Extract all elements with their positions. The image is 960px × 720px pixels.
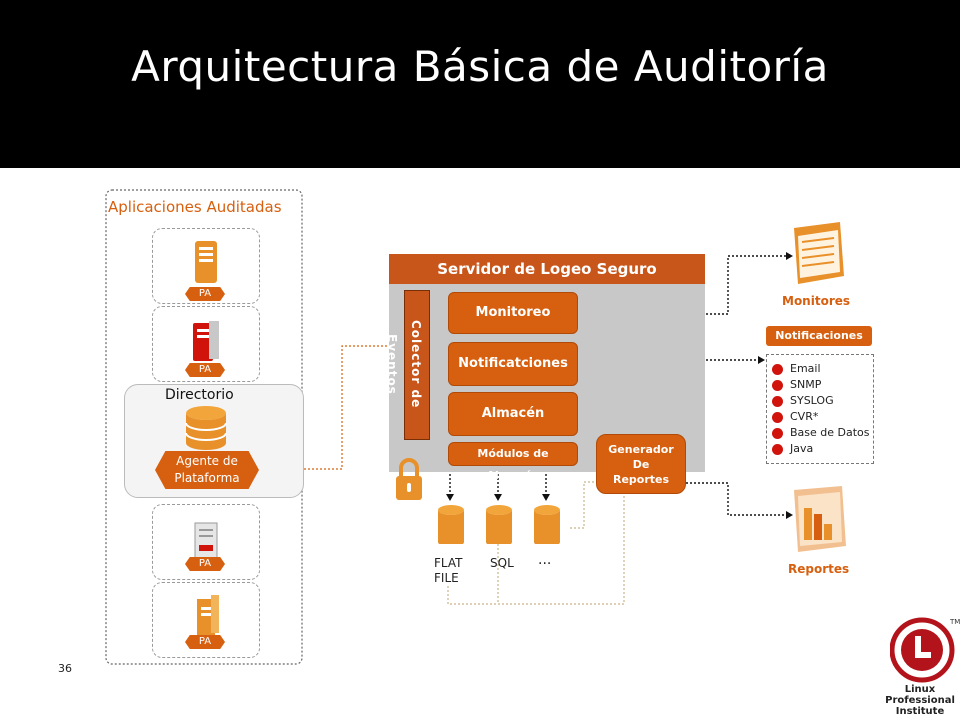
reportes-label: Reportes — [788, 562, 850, 576]
notif-item: Base de Datos — [790, 426, 870, 439]
pa-tag: PA — [185, 363, 225, 377]
server-orange-icon — [197, 595, 219, 635]
pa-tag: PA — [185, 557, 225, 571]
monitor-window-icon — [794, 222, 844, 284]
sql-db-icon — [486, 505, 512, 544]
database-icon — [185, 406, 227, 450]
directory-label: Directorio — [165, 387, 234, 403]
bullet-icon — [772, 412, 783, 423]
generador-line-1: Generador — [608, 443, 674, 456]
almacen-module[interactable]: Almacén — [448, 392, 578, 436]
flat-line-1: FLAT — [434, 556, 463, 570]
collector-label: Colector de Eventos — [385, 319, 423, 409]
server-red-icon — [193, 321, 219, 361]
bullet-icon — [772, 444, 783, 455]
bullet-icon — [772, 364, 783, 375]
agent-badge[interactable] — [155, 451, 259, 489]
agent-label: Agente de Plataforma — [155, 453, 259, 487]
flat-file-label: FLAT FILE — [434, 556, 462, 586]
logo-text: Linux Professional Institute — [880, 684, 960, 717]
bullet-icon — [772, 396, 783, 407]
bullet-icon — [772, 428, 783, 439]
notif-item: Email — [790, 362, 821, 375]
notif-item: CVR* — [790, 410, 819, 423]
flat-line-2: FILE — [434, 571, 459, 585]
directory-box: Directorio Agente de Plataforma — [124, 384, 304, 498]
notif-item: Java — [790, 442, 814, 455]
notificaciones-title: Notificaciones — [766, 326, 872, 346]
logo-line-1: Linux — [904, 684, 936, 695]
server-title: Servidor de Logeo Seguro — [389, 254, 705, 284]
more-label: ... — [538, 552, 552, 568]
server-icon — [195, 241, 217, 283]
monitores-label: Monitores — [782, 294, 851, 308]
app-box-3: PA — [152, 504, 260, 580]
apps-heading: Aplicaciones Auditadas — [108, 198, 282, 216]
logo-tm: TM — [950, 618, 960, 626]
lpi-logo-icon — [890, 617, 955, 683]
generador-line-2: De — [632, 458, 650, 471]
agent-line-1: Agente de — [176, 454, 238, 468]
server-white-icon — [194, 522, 218, 560]
sql-label: SQL — [490, 556, 514, 570]
report-chart-icon — [794, 486, 846, 552]
app-box-1: PA — [152, 228, 260, 304]
app-box-2: PA — [152, 306, 260, 382]
agent-line-2: Plataforma — [174, 471, 240, 485]
pa-tag: PA — [185, 635, 225, 649]
modulos-almacen-module[interactable]: Módulos de Almacén — [448, 442, 578, 482]
collector-bar — [404, 290, 430, 440]
notificaciones-list-box — [766, 354, 874, 464]
page-number: 36 — [58, 662, 72, 675]
notificaciones-module[interactable]: Notificatciones — [448, 342, 578, 386]
slide-title: Arquitectura Básica de Auditoría — [131, 42, 829, 91]
flat-file-db-icon — [438, 505, 464, 544]
notif-item: SYSLOG — [790, 394, 834, 407]
notif-item: SNMP — [790, 378, 822, 391]
generador-line-3: Reportes — [612, 473, 670, 486]
app-box-4: PA — [152, 582, 260, 658]
logo-line-2: Professional — [885, 695, 955, 706]
generador-reportes-module[interactable]: Generador De Reportes — [596, 434, 686, 494]
lock-icon — [396, 458, 422, 500]
monitoreo-module[interactable]: Monitoreo — [448, 292, 578, 334]
logo-line-3: Institute — [895, 706, 945, 717]
slide-header — [0, 0, 960, 168]
pa-tag: PA — [185, 287, 225, 301]
bullet-icon — [772, 380, 783, 391]
other-db-icon — [534, 505, 560, 544]
